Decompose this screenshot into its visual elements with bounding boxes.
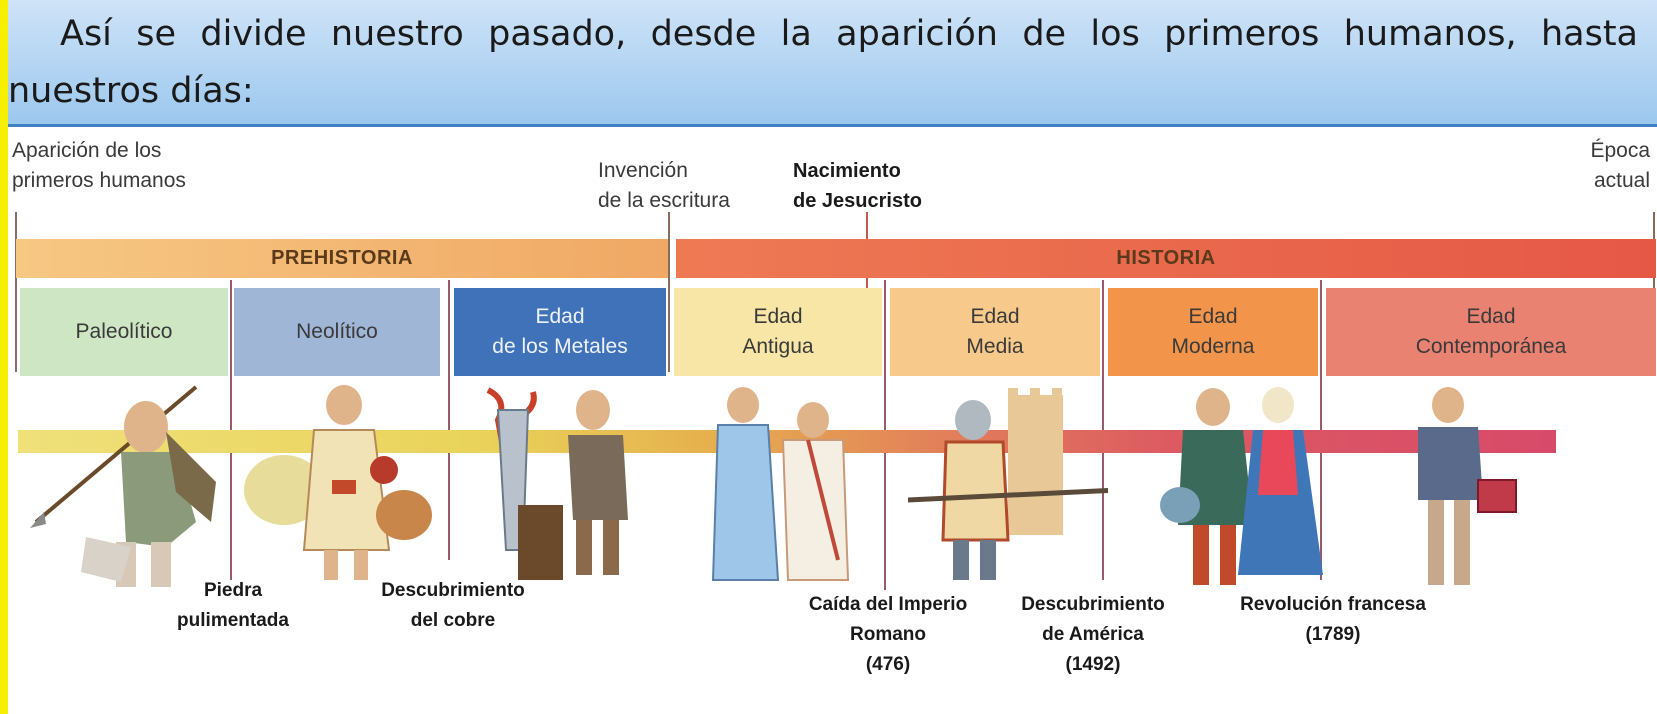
band-historia: HISTORIA: [676, 239, 1656, 278]
header-text: Así se divide nuestro pasado, desde la a…: [8, 14, 1638, 111]
neolithic-woman-figure: [244, 385, 432, 580]
milestone-present: Época actual: [1590, 139, 1650, 192]
age-media: Edad Media: [890, 288, 1100, 376]
header-banner: Así se divide nuestro pasado, desde la a…: [8, 0, 1657, 127]
band-prehistoria-label: PREHISTORIA: [271, 247, 413, 269]
marker-writing-line: [668, 212, 670, 372]
age-neolitico: Neolítico: [234, 288, 440, 376]
event-discovery-of-america: Descubrimiento de América (1492): [1021, 594, 1165, 675]
age-moderna: Edad Moderna: [1108, 288, 1318, 376]
metal-age-smith-figure: [486, 387, 628, 580]
event-polished-stone: Piedra pulimentada: [177, 580, 289, 631]
milestone-writing: Invención de la escritura: [598, 159, 730, 212]
band-prehistoria: PREHISTORIA: [16, 239, 668, 278]
age-paleolitico: Paleolítico: [20, 288, 228, 376]
modern-age-couple-figure: [1160, 387, 1323, 585]
contemporary-man-figure: [1418, 387, 1517, 585]
medieval-soldier-figure: [908, 388, 1108, 580]
age-antigua: Edad Antigua: [674, 288, 882, 376]
age-contemporanea: Edad Contemporánea: [1326, 288, 1656, 376]
event-fall-of-rome: Caída del Imperio Romano (476): [808, 594, 968, 675]
paleolithic-hunter-figure: [30, 385, 216, 587]
slide-panel: Así se divide nuestro pasado, desde la a…: [8, 0, 1657, 714]
event-french-revolution: Revolución francesa (1789): [1240, 594, 1426, 645]
event-copper: Descubrimiento del cobre: [381, 580, 525, 631]
milestone-first-humans: Aparición de los primeros humanos: [12, 139, 186, 192]
marker-start-line: [15, 212, 17, 372]
age-metales: Edad de los Metales: [454, 288, 666, 376]
milestone-jesus: Nacimiento de Jesucristo: [793, 160, 922, 212]
ancient-age-figures: [711, 387, 850, 581]
divider-neo-metales: [448, 280, 450, 560]
band-historia-label: HISTORIA: [1116, 247, 1216, 269]
